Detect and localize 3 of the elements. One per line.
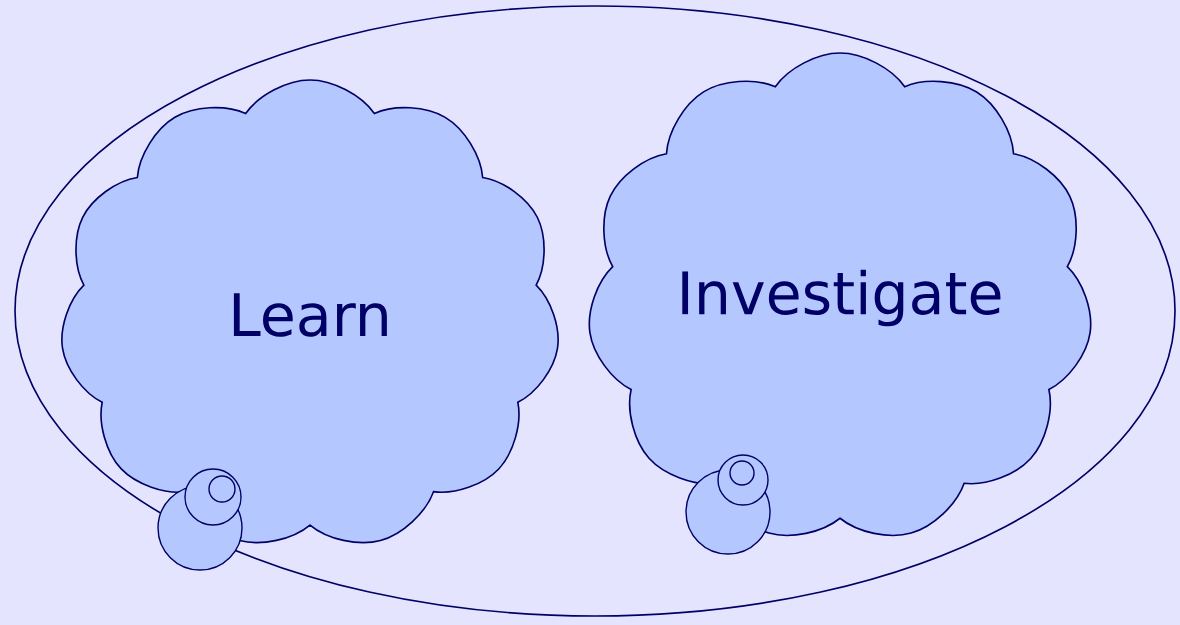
thought-cloud: Learn [61,79,559,571]
ellipse-outline [14,5,1176,617]
thought-cloud: Investigate [588,52,1092,555]
